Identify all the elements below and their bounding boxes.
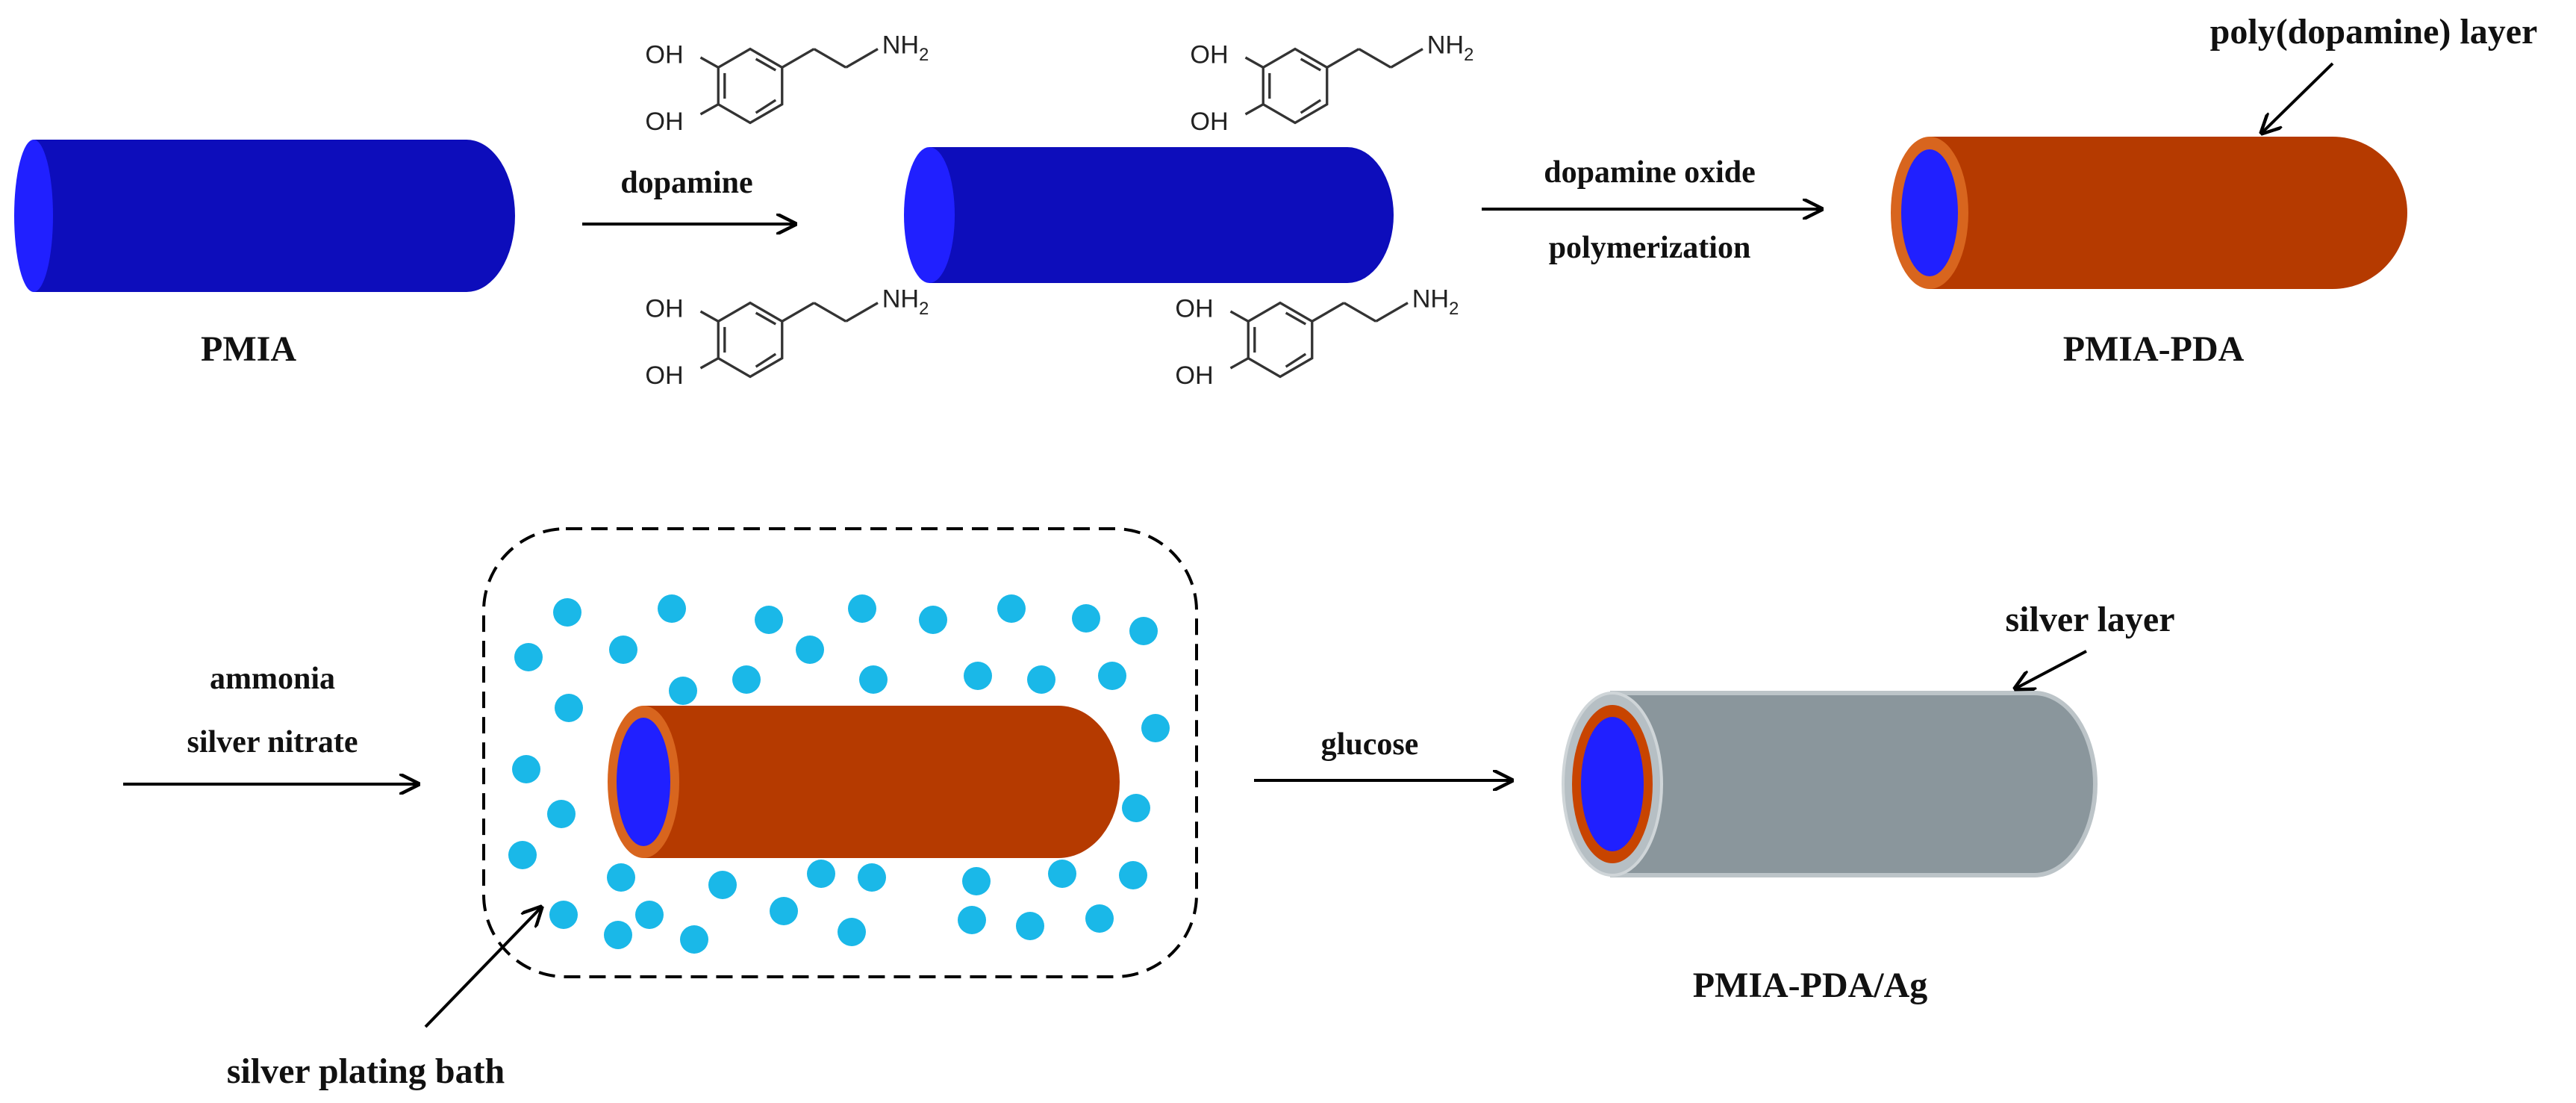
pmia-fiber (14, 140, 515, 292)
glucose-label: glucose (1321, 727, 1419, 762)
poly-dopamine-layer-label: poly(dopamine) layer (2210, 12, 2538, 52)
pmia-pda-ag-fiber (1562, 691, 2098, 877)
silver-particle (549, 901, 578, 929)
silver-particle (708, 871, 737, 899)
silver-particle (607, 863, 635, 892)
silver-particle (553, 598, 581, 627)
silver-particle (755, 606, 783, 634)
silver-particle (1122, 794, 1150, 822)
pda-layer-pointer-arrow (2262, 62, 2334, 133)
silver-particle (1027, 665, 1055, 694)
silver-particle (919, 606, 947, 634)
silver-particle (1129, 617, 1158, 645)
silver-particles (508, 594, 1170, 954)
silver-particle (838, 918, 866, 946)
silver-particle (1016, 912, 1044, 940)
silver-particle (669, 677, 697, 705)
silver-particle (1048, 860, 1076, 888)
silver-particle (858, 863, 886, 892)
dopamine-molecule (643, 29, 930, 137)
silver-particle (732, 665, 761, 694)
silver-particle (964, 662, 992, 690)
silver-particle (508, 841, 537, 869)
pmia-label: PMIA (201, 329, 296, 369)
silver-layer-pointer-arrow (2015, 650, 2087, 689)
silver-particle (609, 636, 637, 664)
silver-particle (1072, 604, 1100, 633)
silver-particle (1141, 714, 1170, 742)
silver-particle (958, 906, 986, 934)
silver-particle (1085, 904, 1114, 933)
silver-nitrate-label: silver nitrate (187, 725, 358, 759)
silver-particle (997, 594, 1026, 623)
silver-particle (796, 636, 824, 664)
pmia-pda-ag-label: PMIA-PDA/Ag (1693, 966, 1928, 1005)
plating-bath-box (482, 527, 1198, 978)
pmia-fiber-with-dopamine (904, 147, 1394, 283)
dopamine-label: dopamine (620, 166, 752, 200)
pmia-pda-fiber (1891, 137, 2407, 289)
silver-particle (635, 901, 664, 929)
silver-plating-bath-label: silver plating bath (227, 1051, 505, 1091)
pmia-pda-label: PMIA-PDA (2063, 329, 2245, 369)
bath-pmia-pda-fiber (608, 706, 1120, 858)
dopamine-molecule (1188, 29, 1475, 137)
silver-particle (962, 867, 991, 895)
bath-pointer-arrow (424, 907, 541, 1028)
ammonia-label: ammonia (210, 662, 335, 696)
silver-particle (680, 925, 708, 954)
dopamine-oxide-label: dopamine oxide (1544, 155, 1756, 190)
silver-particle (604, 921, 632, 949)
dopamine-molecule (1173, 283, 1460, 391)
polymerization-label: polymerization (1549, 231, 1751, 265)
silver-particle (547, 800, 576, 828)
dopamine-molecule (643, 283, 930, 391)
silver-particle (848, 594, 876, 623)
silver-particle (555, 694, 583, 722)
silver-particle (514, 643, 543, 671)
silver-particle (859, 665, 888, 694)
silver-particle (658, 594, 686, 623)
silver-particle (1098, 662, 1126, 690)
silver-particle (512, 755, 540, 783)
silver-layer-label: silver layer (2005, 600, 2174, 639)
silver-particle (807, 860, 835, 888)
silver-particle (770, 897, 798, 925)
silver-particle (1119, 861, 1147, 889)
